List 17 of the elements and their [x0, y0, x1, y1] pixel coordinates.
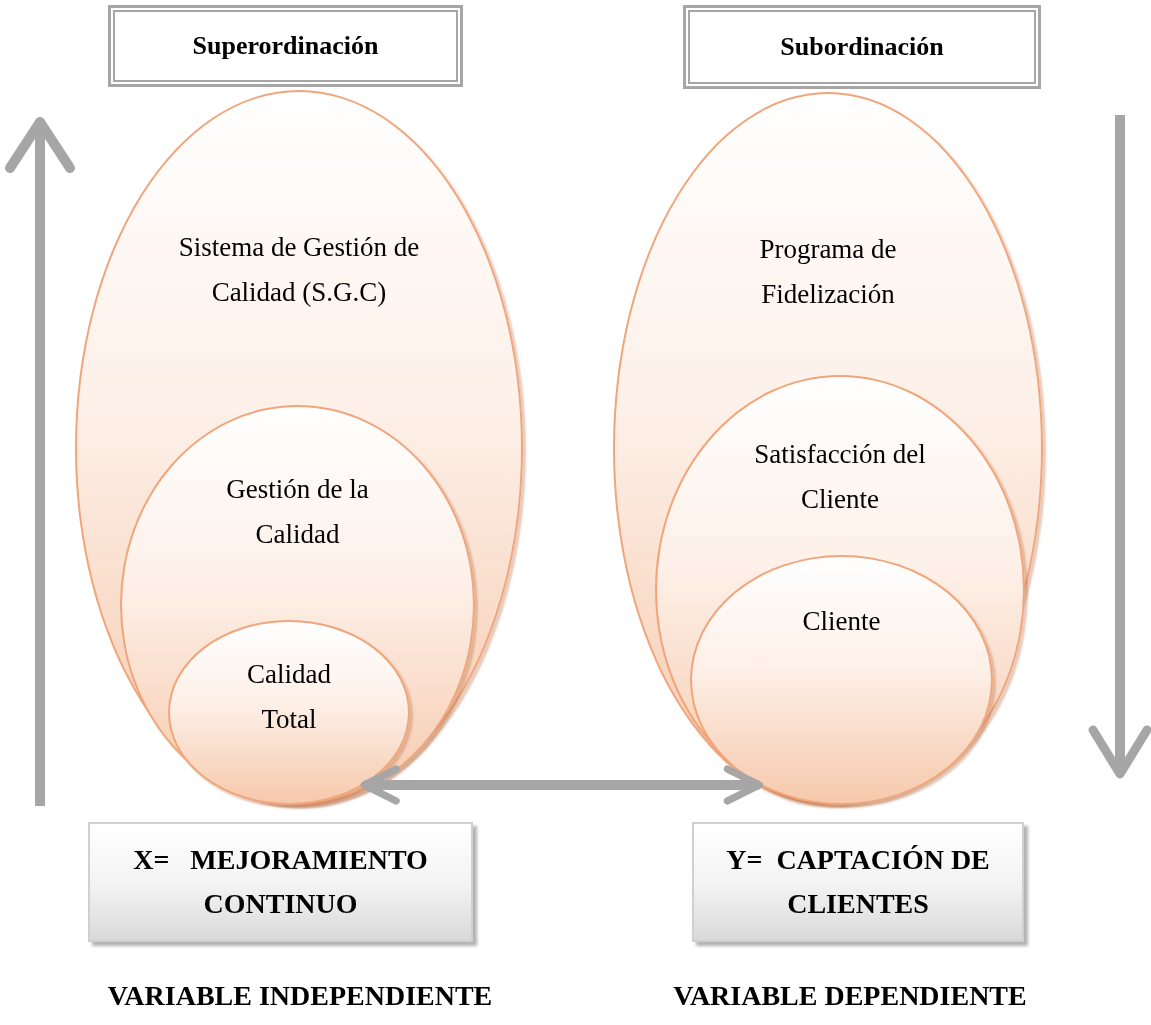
concept-label: Calidad Total [246, 658, 332, 736]
title-box [108, 5, 463, 87]
variable-caption: VARIABLE DEPENDIENTE [673, 980, 1027, 1012]
variable-label: X= MEJORAMIENTO CONTINUO [132, 843, 429, 921]
variable-box [88, 822, 473, 942]
concept-label: Programa de Fidelización [758, 233, 898, 311]
double-arrow [360, 765, 763, 805]
box-title: Subordinación [780, 32, 944, 62]
variable-caption: VARIABLE INDEPENDIENTE [107, 980, 493, 1012]
concept-label: Satisfacción del Cliente [753, 438, 927, 516]
variable-label: Y= CAPTACIÓN DE CLIENTES [725, 843, 991, 921]
concept-label: Sistema de Gestión de Calidad (S.G.C) [177, 231, 421, 309]
concept-label: Gestión de la Calidad [225, 473, 370, 551]
title-box [683, 5, 1041, 89]
box-title: Superordinación [192, 31, 379, 61]
variable-box [692, 822, 1024, 942]
concept-label: Cliente [801, 605, 882, 638]
